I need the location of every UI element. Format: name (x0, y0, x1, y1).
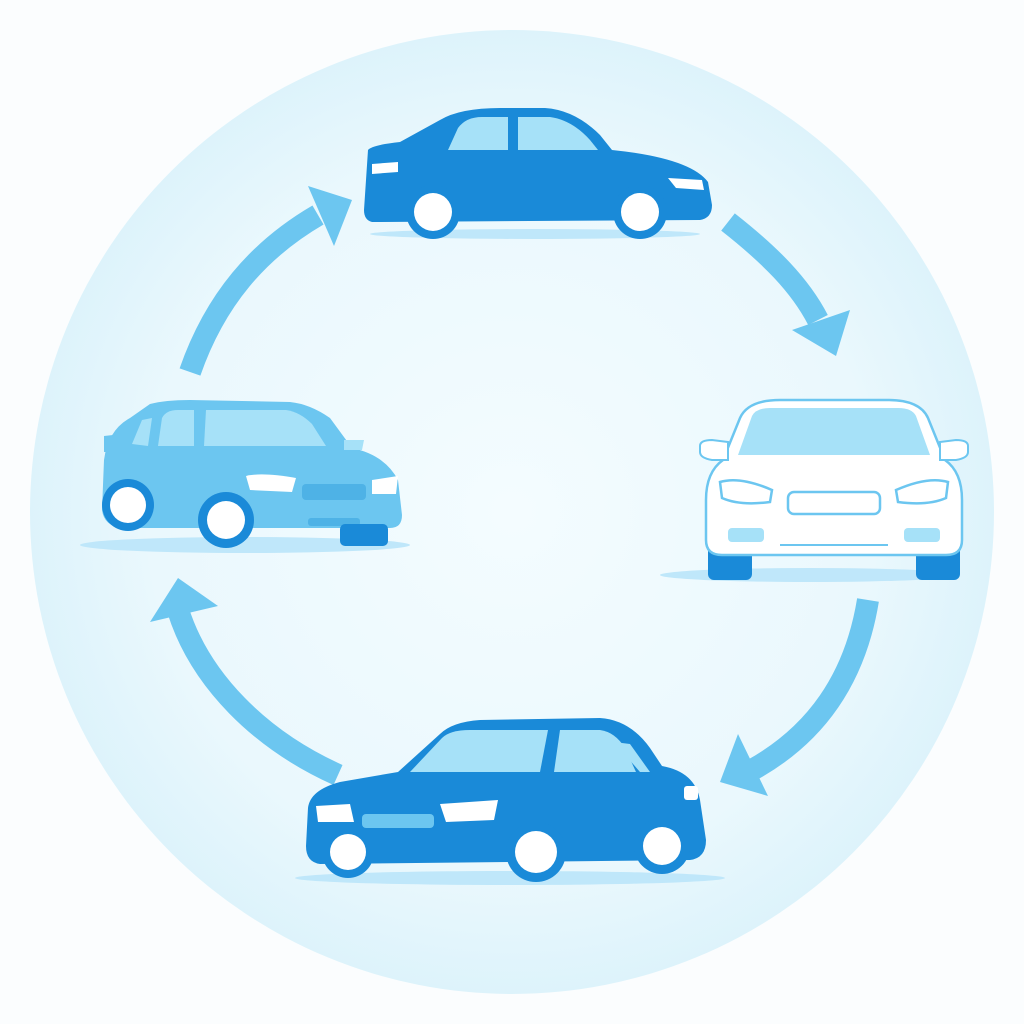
car-front-view-icon (660, 398, 969, 582)
sedan-side-view-icon (364, 108, 712, 239)
cycle-arrows (150, 186, 879, 796)
arrow-top-left (179, 186, 352, 376)
arrow-bottom-right (720, 598, 879, 796)
hatchback-three-quarter-view-icon (80, 400, 410, 553)
arrow-top-right (721, 213, 850, 356)
sedan-three-quarter-view-icon (295, 718, 725, 885)
arrow-bottom-left (150, 578, 343, 786)
background-circle (30, 30, 994, 994)
